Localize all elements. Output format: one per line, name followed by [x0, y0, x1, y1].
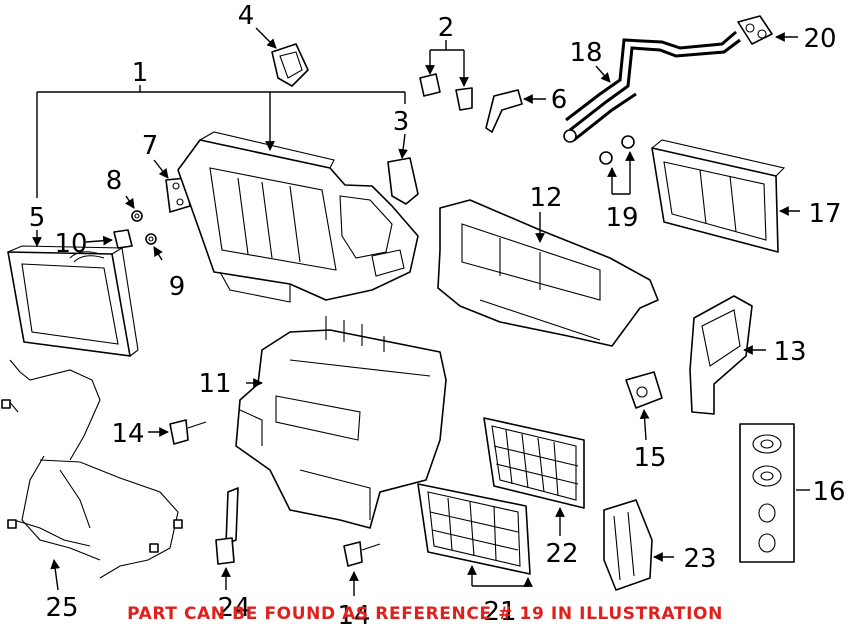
- callout-12: 12: [529, 183, 562, 213]
- callout-4-top: 4: [238, 1, 255, 31]
- part-actuator-15: [625, 371, 663, 441]
- callout-5: 5: [29, 203, 46, 233]
- callout-1: 1: [132, 58, 149, 88]
- part-actuator-4-top: [255, 27, 309, 87]
- callout-19: 19: [605, 203, 638, 233]
- part-duct-3: [387, 133, 419, 205]
- part-connectors-2: [419, 40, 473, 111]
- callout-23: 23: [683, 544, 716, 574]
- part-filter-22: [483, 417, 585, 536]
- callout-labels: 1 2 3 4 5 6 7 8 9 10 11 12 13 14 14 15 1…: [29, 1, 846, 631]
- part-heater-core-17: [651, 139, 800, 253]
- part-link-24: [215, 487, 239, 590]
- callout-22: 22: [545, 539, 578, 569]
- part-washer-9: [145, 233, 163, 261]
- part-filter-21: [417, 483, 533, 587]
- part-seal-kit-16: [739, 423, 810, 563]
- callout-10: 10: [54, 229, 87, 259]
- part-duct-12: [437, 199, 659, 347]
- part-clip-10: [85, 229, 133, 249]
- callout-14-upper: 14: [111, 419, 144, 449]
- callout-11: 11: [198, 369, 231, 399]
- callout-25: 25: [45, 593, 78, 623]
- callout-20: 20: [803, 24, 836, 54]
- callout-21: 21: [483, 597, 516, 627]
- part-lower-housing-11: [235, 316, 447, 529]
- part-sensor-14-lower: [343, 541, 381, 596]
- callout-3: 3: [393, 107, 410, 137]
- callout-7: 7: [142, 131, 159, 161]
- part-evaporator-core: [7, 245, 139, 357]
- part-upper-housing: [177, 131, 419, 303]
- callout-14-lower: 14: [337, 601, 370, 631]
- callout-16: 16: [812, 477, 845, 507]
- callout-1-leader: [36, 85, 406, 198]
- part-heater-tubes-18: [563, 30, 741, 143]
- reference-note: PART CAN BE FOUND AS REFERENCE # 19 IN I…: [127, 604, 723, 624]
- part-sensor-6: [485, 89, 546, 133]
- callout-24: 24: [217, 593, 250, 623]
- callout-2: 2: [438, 13, 455, 43]
- callout-13: 13: [773, 337, 806, 367]
- part-duct-13: [689, 295, 766, 415]
- callout-9: 9: [169, 272, 186, 302]
- callout-17: 17: [808, 199, 841, 229]
- callout-8: 8: [106, 166, 123, 196]
- callout-6: 6: [551, 85, 568, 115]
- part-screws-19: [599, 135, 635, 195]
- callout-18: 18: [569, 38, 602, 68]
- part-sensor-14-upper: [148, 419, 207, 445]
- part-wiring-harness-25: [1, 359, 183, 591]
- part-gasket-20: [737, 15, 798, 45]
- callout-15: 15: [633, 443, 666, 473]
- part-washer-8: [125, 195, 143, 222]
- part-module-23: [603, 499, 674, 591]
